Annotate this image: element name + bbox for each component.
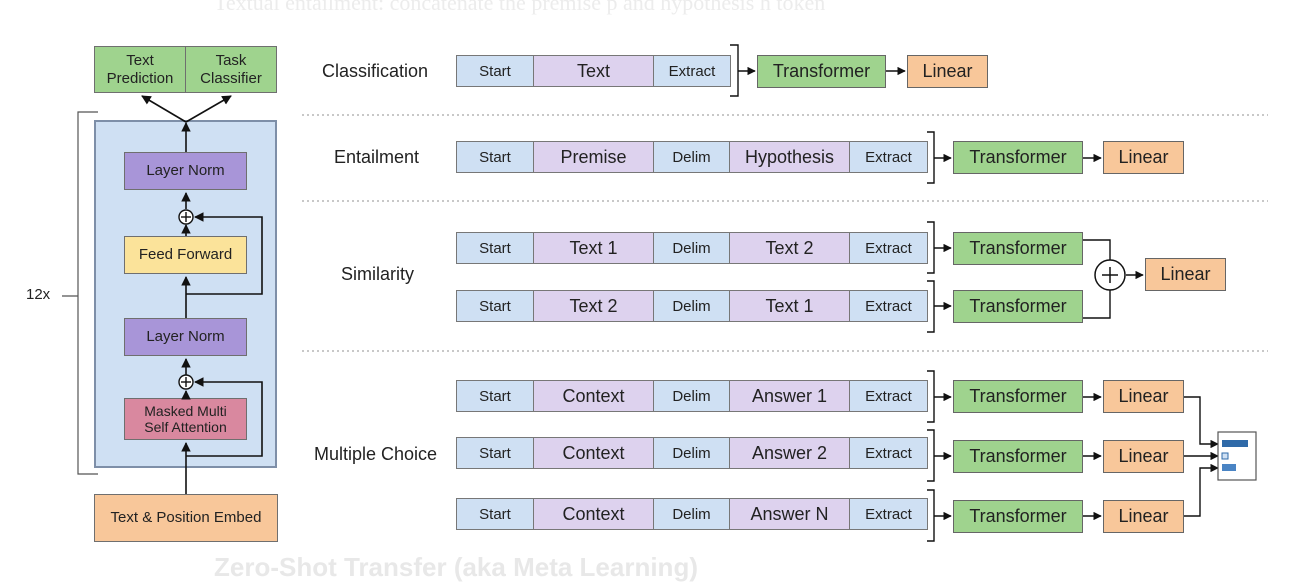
mc-linear-2: Linear — [1103, 440, 1184, 473]
similarity-sequence-2: Start Text 2 Delim Text 1 Extract — [456, 290, 928, 322]
seq-text2-token: Text 2 — [534, 291, 654, 321]
seq-text1-token: Text 1 — [730, 291, 850, 321]
entailment-connectors — [927, 131, 1102, 184]
entailment-transformer: Transformer — [953, 141, 1083, 174]
multiple-choice-sequence-1: Start Context Delim Answer 1 Extract — [456, 380, 928, 412]
similarity-transformer-2: Transformer — [953, 290, 1083, 323]
similarity-linear: Linear — [1145, 258, 1226, 291]
add-node-plus-icon — [181, 212, 191, 387]
seq-delim-token: Delim — [654, 291, 730, 321]
seq-start-token: Start — [457, 142, 534, 172]
seq-delim-token: Delim — [654, 381, 730, 411]
seq-start-token: Start — [457, 499, 534, 529]
mc-transformer-2: Transformer — [953, 440, 1083, 473]
classification-transformer: Transformer — [757, 55, 886, 88]
similarity-label: Similarity — [341, 264, 415, 284]
multiple-choice-sequence-n: Start Context Delim Answer N Extract — [456, 498, 928, 530]
multiple-choice-label: Multiple Choice — [314, 444, 438, 464]
classification-label: Classification — [322, 61, 429, 81]
seq-start-token: Start — [457, 291, 534, 321]
entailment-linear: Linear — [1103, 141, 1184, 174]
seq-extract-token: Extract — [654, 56, 730, 86]
classification-linear: Linear — [907, 55, 988, 88]
classification-sequence: Start Text Extract — [456, 55, 731, 87]
seq-text1-token: Text 1 — [534, 233, 654, 263]
faded-caption-top: Textual entailment: concatenate the prem… — [214, 0, 826, 15]
feed-forward-layer: Feed Forward — [124, 236, 247, 274]
seq-extract-token: Extract — [850, 438, 927, 468]
similarity-sequence-1: Start Text 1 Delim Text 2 Extract — [456, 232, 928, 264]
layer-norm-top: Layer Norm — [124, 152, 247, 190]
architecture-arrows — [141, 95, 263, 494]
seq-delim-token: Delim — [654, 142, 730, 172]
seq-extract-token: Extract — [850, 499, 927, 529]
mc-linear-n: Linear — [1103, 500, 1184, 533]
seq-premise-token: Premise — [534, 142, 654, 172]
seq-answer-token: Answer 1 — [730, 381, 850, 411]
seq-delim-token: Delim — [654, 233, 730, 263]
seq-extract-token: Extract — [850, 381, 927, 411]
mc-transformer-n: Transformer — [953, 500, 1083, 533]
seq-text2-token: Text 2 — [730, 233, 850, 263]
entailment-label: Entailment — [334, 147, 420, 167]
multiple-choice-sequence-2: Start Context Delim Answer 2 Extract — [456, 437, 928, 469]
seq-delim-token: Delim — [654, 438, 730, 468]
seq-start-token: Start — [457, 438, 534, 468]
entailment-sequence: Start Premise Delim Hypothesis Extract — [456, 141, 928, 173]
seq-start-token: Start — [457, 381, 534, 411]
masked-self-attention-layer: Masked Multi Self Attention — [124, 398, 247, 440]
task-classifier-head: Task Classifier — [185, 46, 277, 93]
seq-answer-token: Answer 2 — [730, 438, 850, 468]
seq-hypothesis-token: Hypothesis — [730, 142, 850, 172]
connector-overlay — [62, 44, 1268, 542]
classification-connectors — [730, 44, 906, 97]
similarity-connectors — [927, 221, 1144, 333]
text-position-embed: Text & Position Embed — [94, 494, 278, 542]
mc-transformer-1: Transformer — [953, 380, 1083, 413]
seq-text-token: Text — [534, 56, 654, 86]
seq-extract-token: Extract — [850, 291, 927, 321]
repeat-bracket — [62, 111, 98, 475]
mc-linear-1: Linear — [1103, 380, 1184, 413]
softmax-bars-icon — [1217, 431, 1257, 481]
multiple-choice-connectors — [927, 370, 1219, 542]
seq-answer-token: Answer N — [730, 499, 850, 529]
similarity-sum-icon — [1094, 259, 1126, 291]
section-separators — [302, 114, 1268, 352]
layer-norm-bottom: Layer Norm — [124, 318, 247, 356]
seq-extract-token: Extract — [850, 233, 927, 263]
seq-context-token: Context — [534, 499, 654, 529]
seq-delim-token: Delim — [654, 499, 730, 529]
repeat-count-label: 12x — [26, 286, 51, 303]
seq-start-token: Start — [457, 56, 534, 86]
seq-extract-token: Extract — [850, 142, 927, 172]
seq-context-token: Context — [534, 438, 654, 468]
seq-start-token: Start — [457, 233, 534, 263]
similarity-transformer-1: Transformer — [953, 232, 1083, 265]
seq-context-token: Context — [534, 381, 654, 411]
